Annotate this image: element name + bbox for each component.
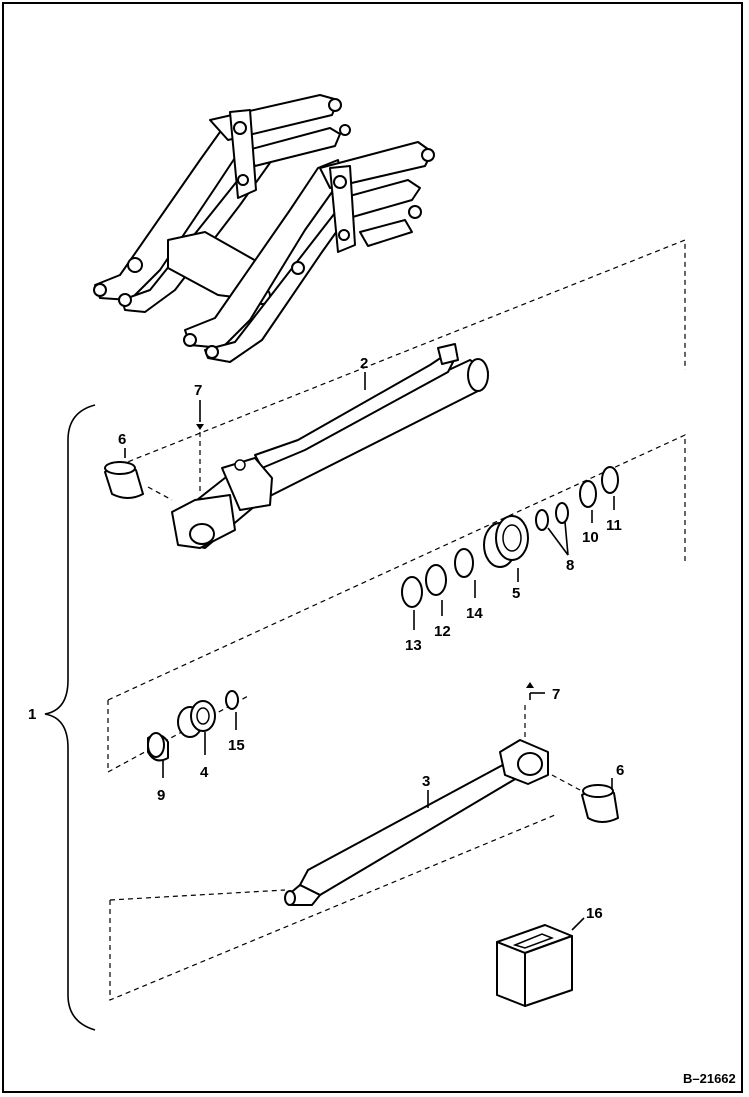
callout-4: 4 bbox=[200, 764, 209, 781]
bushing-lower bbox=[581, 784, 619, 823]
callout-5: 5 bbox=[512, 585, 520, 602]
callout-6-upper: 6 bbox=[118, 431, 126, 448]
lift-arm-assembly bbox=[93, 94, 435, 363]
bushing-upper bbox=[104, 461, 144, 499]
callout-1: 1 bbox=[28, 706, 36, 723]
leader-lines bbox=[124, 372, 615, 931]
callout-2: 2 bbox=[360, 355, 368, 372]
callout-6-lower: 6 bbox=[616, 762, 624, 779]
callout-8: 8 bbox=[566, 557, 574, 574]
callout-numbers: 1 2 3 4 5 6 6 7 7 8 9 10 11 12 13 14 15 … bbox=[28, 355, 624, 922]
callout-16: 16 bbox=[586, 905, 603, 922]
piston-rod bbox=[284, 739, 549, 906]
assembly-brace bbox=[44, 404, 96, 1031]
callout-12: 12 bbox=[434, 623, 451, 640]
callout-11: 11 bbox=[606, 517, 622, 534]
rod-gland-parts bbox=[147, 690, 239, 762]
seal-kit-box bbox=[496, 924, 573, 1007]
callout-13: 13 bbox=[405, 637, 422, 654]
callout-7-lower: 7 bbox=[552, 686, 560, 703]
callout-15: 15 bbox=[228, 737, 245, 754]
callout-9: 9 bbox=[157, 787, 165, 804]
callout-10: 10 bbox=[582, 529, 599, 546]
callout-14: 14 bbox=[466, 605, 483, 622]
callout-7-upper: 7 bbox=[194, 382, 202, 399]
piston-and-seals bbox=[401, 466, 619, 608]
drawing-reference-code: B–21662 bbox=[683, 1071, 736, 1086]
cylinder-barrel bbox=[171, 343, 489, 549]
callout-3: 3 bbox=[422, 773, 430, 790]
dashed-guide-lines bbox=[107, 239, 686, 1001]
